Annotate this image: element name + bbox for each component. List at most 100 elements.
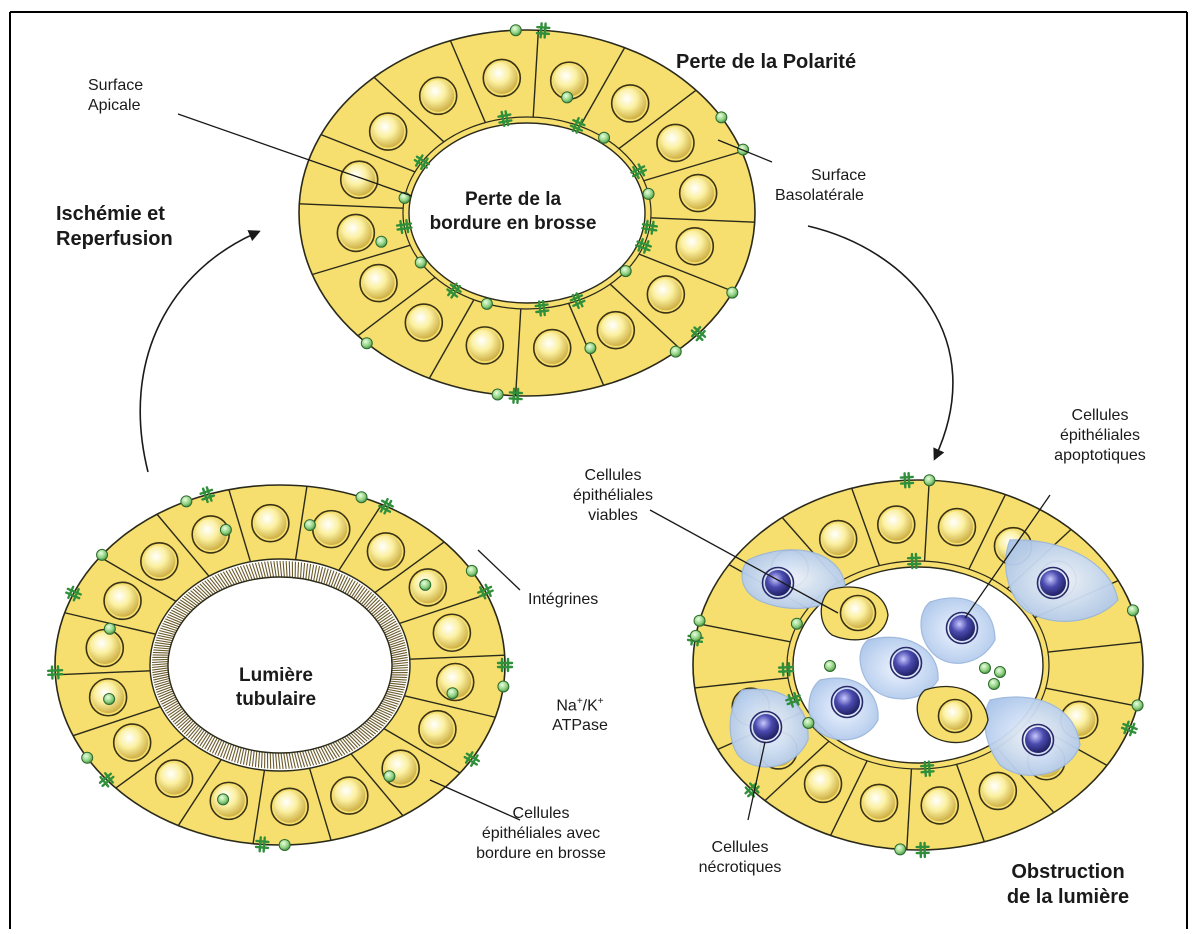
na-k-pump	[82, 752, 93, 763]
title-loss-of-polarity: Perte de la Polarité	[676, 50, 856, 75]
necrotic-line2: nécrotiques	[680, 858, 800, 878]
viable-line1: Cellules	[548, 466, 678, 486]
na-k-pump	[643, 188, 654, 199]
na-k-pump	[498, 681, 509, 692]
na-k-pump	[1127, 605, 1138, 616]
nucleus	[486, 62, 518, 94]
top-center-line2: bordure en brosse	[420, 212, 606, 236]
na-k-line1: Na+/K+	[540, 696, 620, 716]
nucleus	[195, 518, 227, 550]
nucleus	[422, 80, 454, 112]
na-k-pump	[356, 492, 367, 503]
leader-integrins	[478, 550, 520, 590]
apoptotic-line3: apoptotiques	[1030, 446, 1170, 466]
na-k-pump	[1132, 700, 1143, 711]
ischemia-line2: Reperfusion	[56, 227, 173, 252]
na-k-pump	[384, 771, 395, 782]
atpase-line: ATPase	[540, 716, 620, 736]
na-k-pump	[361, 338, 372, 349]
label-left-center: Lumière tubulaire	[206, 664, 346, 712]
label-integrins: Intégrines	[528, 590, 598, 610]
na-k-pump	[279, 839, 290, 850]
nucleus	[370, 535, 402, 567]
nucleus	[363, 267, 395, 299]
top-center-line1: Perte de la	[420, 188, 606, 212]
nucleus	[949, 615, 975, 641]
nucleus	[650, 278, 682, 310]
viable-line2: épithéliales	[548, 486, 678, 506]
na-k-pump	[803, 717, 814, 728]
nucleus	[274, 791, 306, 823]
left-center-line2: tubulaire	[206, 688, 346, 712]
na-k-pump	[980, 663, 991, 674]
na-k-pump	[492, 389, 503, 400]
na-k-pump	[599, 132, 610, 143]
viable-line3: viables	[548, 506, 678, 526]
nucleus	[679, 230, 711, 262]
label-viable-cells: Cellules épithéliales viables	[548, 466, 678, 526]
na-k-pump	[220, 524, 231, 535]
na-k-pump	[218, 794, 229, 805]
nucleus	[107, 585, 139, 617]
left-center-line1: Lumière	[206, 664, 346, 688]
nucleus	[941, 511, 973, 543]
na-k-pump	[181, 496, 192, 507]
na-k-pump	[727, 287, 738, 298]
nucleus	[765, 570, 791, 596]
na-k-pump	[104, 693, 115, 704]
nucleus	[421, 713, 453, 745]
nucleus	[536, 332, 568, 364]
nucleus	[1040, 570, 1066, 596]
na-k-pump	[510, 25, 521, 36]
nucleus	[924, 789, 956, 821]
nucleus	[333, 780, 365, 812]
nucleus	[143, 545, 175, 577]
na-k-pump	[989, 679, 1000, 690]
apical-line2: Apicale	[88, 96, 143, 116]
na-k-pump	[376, 236, 387, 247]
nucleus	[408, 307, 440, 339]
na-k-pump	[447, 688, 458, 699]
na-k-pump	[562, 92, 573, 103]
na-k-pump	[585, 343, 596, 354]
nucleus	[843, 598, 873, 628]
na-k-pump	[995, 667, 1006, 678]
nucleus	[1025, 727, 1051, 753]
k-charge: +	[598, 696, 604, 707]
apical-line1: Surface	[88, 76, 143, 96]
nucleus	[469, 329, 501, 361]
nucleus	[753, 714, 779, 740]
label-na-k-atpase: Na+/K+ ATPase	[540, 696, 620, 736]
nucleus	[116, 727, 148, 759]
nucleus	[807, 768, 839, 800]
nucleus	[600, 314, 632, 346]
nucleus	[893, 650, 919, 676]
na-k-pump	[304, 520, 315, 531]
arrow-top-to-right	[808, 226, 953, 458]
na-k-pump	[690, 630, 701, 641]
label-necrotic-cells: Cellules nécrotiques	[680, 838, 800, 878]
brush-line2: épithéliales avec	[456, 824, 626, 844]
nucleus	[863, 787, 895, 819]
na-k-pump	[104, 623, 115, 634]
ischemia-line1: Ischémie et	[56, 202, 173, 227]
label-apoptotic-cells: Cellules épithéliales apoptotiques	[1030, 406, 1170, 466]
integrins-text: Intégrines	[528, 591, 598, 608]
nucleus	[158, 763, 190, 795]
na-k-pump	[481, 298, 492, 309]
apoptotic-line2: épithéliales	[1030, 426, 1170, 446]
nucleus	[682, 177, 714, 209]
nucleus	[343, 164, 375, 196]
na-k-pump	[694, 615, 705, 626]
nucleus	[436, 617, 468, 649]
na-k-pump	[466, 565, 477, 576]
label-top-center: Perte de la bordure en brosse	[420, 188, 606, 236]
label-basolateral-surface: Surface Basolatérale	[775, 166, 866, 206]
basolateral-line1: Surface	[775, 166, 866, 186]
brush-line3: bordure en brosse	[456, 844, 626, 864]
na-k-pump	[895, 844, 906, 855]
title-ischemia: Ischémie et Reperfusion	[56, 202, 173, 252]
nucleus	[834, 689, 860, 715]
